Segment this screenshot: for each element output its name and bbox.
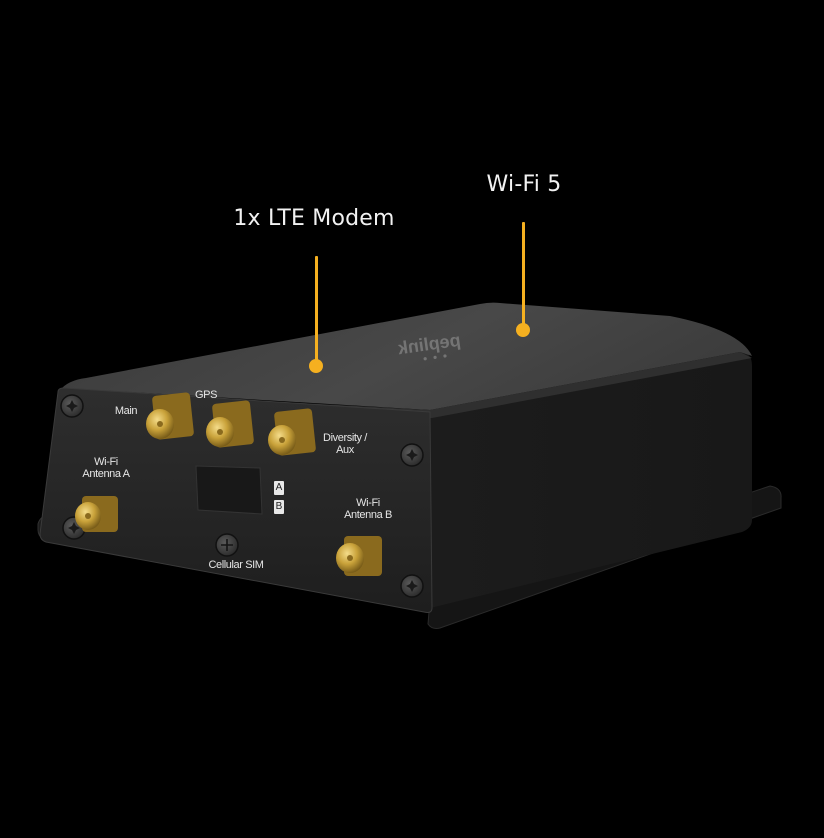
port-label-sim: Cellular SIM xyxy=(208,559,264,571)
antenna-connector-main xyxy=(146,392,194,440)
callout-wifi-dot xyxy=(516,323,530,337)
port-label-diversity: Diversity / Aux xyxy=(323,432,367,456)
callout-lte-modem-dot xyxy=(309,359,323,373)
screw-icon xyxy=(60,394,84,418)
port-label-main: Main xyxy=(114,405,138,417)
callout-wifi-label: Wi-Fi 5 xyxy=(486,172,562,197)
callout-lte-modem-line xyxy=(315,256,318,366)
sim-cover-screw-icon xyxy=(215,533,239,557)
sim-slot-a-label: A xyxy=(274,481,284,495)
callout-wifi-line xyxy=(522,222,525,330)
sim-slot-b-label: B xyxy=(274,500,284,514)
port-label-wifi-a: Wi-Fi Antenna A xyxy=(82,456,130,480)
antenna-connector-gps xyxy=(206,400,254,448)
sim-slot-cover xyxy=(195,465,263,515)
screw-icon xyxy=(400,574,424,598)
port-label-wifi-b: Wi-Fi Antenna B xyxy=(344,497,392,521)
port-label-gps: GPS xyxy=(194,389,218,401)
enclosure-side xyxy=(430,352,752,608)
screw-icon xyxy=(400,443,424,467)
antenna-connector-diversity xyxy=(268,408,316,456)
antenna-connector-wifi-b xyxy=(336,536,382,576)
callout-lte-modem-label: 1x LTE Modem xyxy=(233,206,395,231)
antenna-connector-wifi-a xyxy=(75,496,118,532)
enclosure-top xyxy=(62,302,752,410)
